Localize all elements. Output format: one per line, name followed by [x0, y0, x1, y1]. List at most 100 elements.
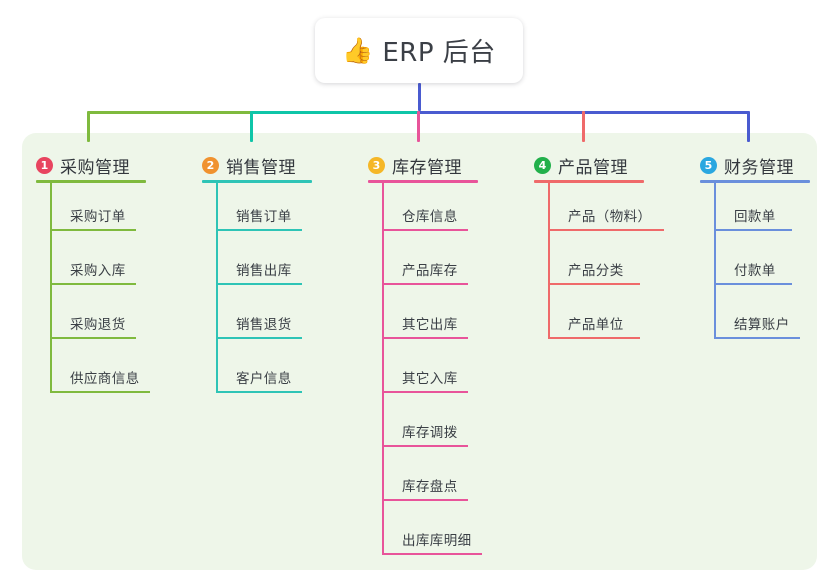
item-rule — [216, 283, 302, 285]
column-item-product-2[interactable]: 产品分类 — [548, 245, 640, 285]
column-title-product: 产品管理 — [558, 158, 628, 178]
bus-segment-teal — [251, 111, 418, 114]
item-rule — [216, 229, 302, 231]
item-rule — [50, 283, 136, 285]
column-title-purchase: 采购管理 — [60, 158, 130, 178]
item-rule — [216, 337, 302, 339]
badge-number-sales: 2 — [202, 157, 219, 174]
item-label: 销售退货 — [236, 317, 292, 333]
item-label: 其它入库 — [402, 371, 458, 387]
column-item-sales-2[interactable]: 销售出库 — [216, 245, 302, 285]
column-spine-purchase — [50, 183, 52, 393]
item-label: 采购入库 — [70, 263, 126, 279]
item-label: 付款单 — [734, 263, 776, 279]
column-item-purchase-1[interactable]: 采购订单 — [50, 191, 136, 231]
bus-segment-green — [88, 111, 251, 114]
column-item-purchase-4[interactable]: 供应商信息 — [50, 353, 150, 393]
column-item-sales-1[interactable]: 销售订单 — [216, 191, 302, 231]
item-label: 其它出库 — [402, 317, 458, 333]
column-item-inventory-1[interactable]: 仓库信息 — [382, 191, 468, 231]
item-label: 结算账户 — [734, 317, 790, 333]
column-header-rule-purchase — [36, 180, 146, 183]
column-header-rule-sales — [202, 180, 312, 183]
item-label: 产品库存 — [402, 263, 458, 279]
item-label: 产品分类 — [568, 263, 624, 279]
column-item-inventory-5[interactable]: 库存调拨 — [382, 407, 468, 447]
item-rule — [382, 553, 482, 555]
item-label: 销售订单 — [236, 209, 292, 225]
column-item-product-3[interactable]: 产品单位 — [548, 299, 640, 339]
drop-sales — [250, 111, 253, 142]
column-item-inventory-6[interactable]: 库存盘点 — [382, 461, 468, 501]
item-label: 产品（物料） — [568, 209, 652, 225]
column-item-inventory-7[interactable]: 出库库明细 — [382, 515, 482, 555]
item-label: 仓库信息 — [402, 209, 458, 225]
item-rule — [382, 445, 468, 447]
column-item-finance-1[interactable]: 回款单 — [714, 191, 792, 231]
column-item-inventory-2[interactable]: 产品库存 — [382, 245, 468, 285]
root-node-content: 👍 ERP 后台 — [342, 32, 496, 69]
badge-number-inventory: 3 — [368, 157, 385, 174]
item-rule — [50, 337, 136, 339]
root-node-title: ERP 后台 — [382, 38, 496, 68]
column-header-rule-product — [534, 180, 644, 183]
item-rule — [50, 229, 136, 231]
drop-purchase — [87, 111, 90, 142]
item-label: 销售出库 — [236, 263, 292, 279]
item-rule — [216, 391, 302, 393]
column-header-product[interactable]: 4 产品管理 — [534, 153, 628, 178]
column-title-inventory: 库存管理 — [392, 158, 462, 178]
drop-product — [582, 111, 585, 142]
item-rule — [714, 229, 792, 231]
column-spine-product — [548, 183, 550, 339]
item-rule — [714, 337, 800, 339]
item-rule — [382, 391, 468, 393]
item-rule — [382, 499, 468, 501]
badge-number-purchase: 1 — [36, 157, 53, 174]
badge-number-finance: 5 — [700, 157, 717, 174]
column-item-finance-3[interactable]: 结算账户 — [714, 299, 800, 339]
root-node-card[interactable]: 👍 ERP 后台 — [315, 18, 523, 83]
item-label: 库存盘点 — [402, 479, 458, 495]
column-item-purchase-2[interactable]: 采购入库 — [50, 245, 136, 285]
column-item-purchase-3[interactable]: 采购退货 — [50, 299, 136, 339]
column-spine-inventory — [382, 183, 384, 555]
item-label: 回款单 — [734, 209, 776, 225]
item-rule — [714, 283, 792, 285]
drop-finance — [747, 111, 750, 142]
column-title-sales: 销售管理 — [226, 158, 296, 178]
item-rule — [548, 229, 664, 231]
thumbs-up-emoji: 👍 — [342, 36, 374, 65]
item-label: 客户信息 — [236, 371, 292, 387]
column-item-inventory-3[interactable]: 其它出库 — [382, 299, 468, 339]
item-label: 采购退货 — [70, 317, 126, 333]
drop-inventory — [417, 111, 420, 142]
trunk-connector — [418, 83, 421, 111]
item-label: 采购订单 — [70, 209, 126, 225]
column-header-rule-inventory — [368, 180, 478, 183]
column-header-rule-finance — [700, 180, 810, 183]
column-item-sales-3[interactable]: 销售退货 — [216, 299, 302, 339]
column-header-purchase[interactable]: 1 采购管理 — [36, 153, 130, 178]
column-title-finance: 财务管理 — [724, 158, 794, 178]
item-label: 出库库明细 — [402, 533, 472, 549]
column-header-sales[interactable]: 2 销售管理 — [202, 153, 296, 178]
column-header-finance[interactable]: 5 财务管理 — [700, 153, 794, 178]
item-rule — [50, 391, 150, 393]
badge-number-product: 4 — [534, 157, 551, 174]
column-item-sales-4[interactable]: 客户信息 — [216, 353, 302, 393]
item-label: 供应商信息 — [70, 371, 140, 387]
item-rule — [548, 337, 640, 339]
item-rule — [382, 229, 468, 231]
column-item-product-1[interactable]: 产品（物料） — [548, 191, 664, 231]
item-rule — [382, 283, 468, 285]
column-spine-finance — [714, 183, 716, 339]
item-rule — [382, 337, 468, 339]
item-label: 库存调拨 — [402, 425, 458, 441]
column-item-inventory-4[interactable]: 其它入库 — [382, 353, 468, 393]
column-header-inventory[interactable]: 3 库存管理 — [368, 153, 462, 178]
item-label: 产品单位 — [568, 317, 624, 333]
diagram-panel — [22, 133, 817, 570]
column-item-finance-2[interactable]: 付款单 — [714, 245, 792, 285]
